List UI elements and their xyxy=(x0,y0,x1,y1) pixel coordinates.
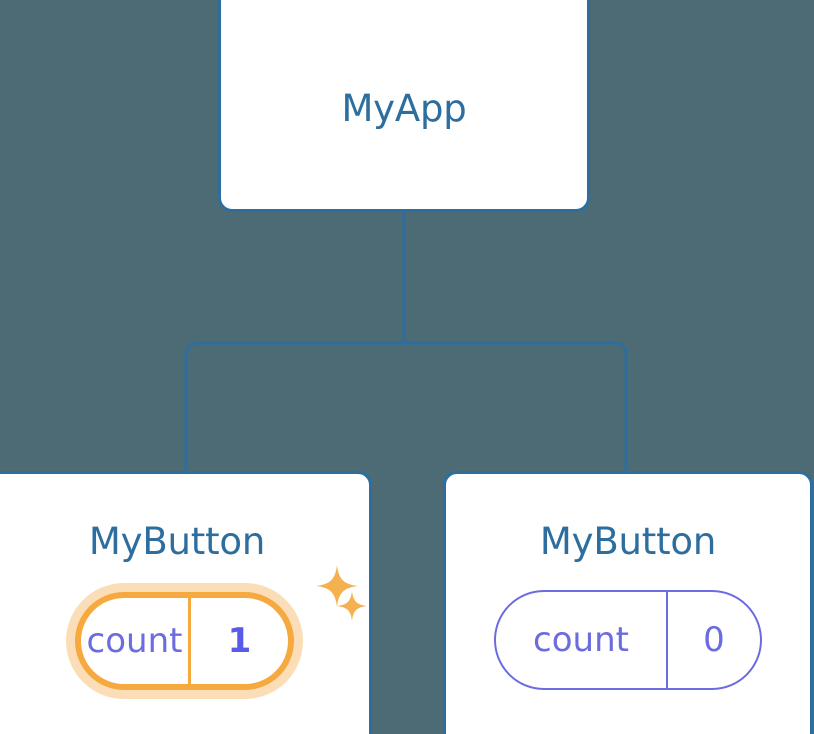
state-pill-right[interactable]: count 0 xyxy=(494,590,762,690)
component-label-mybutton-left: MyButton xyxy=(88,520,266,563)
component-node-myapp[interactable]: MyApp xyxy=(218,0,590,212)
state-pill-left[interactable]: count 1 xyxy=(75,592,294,690)
component-label-mybutton-right: MyButton xyxy=(539,520,717,563)
state-value-left: 1 xyxy=(227,621,252,661)
edge-root-to-left-child xyxy=(184,341,404,473)
component-label-myapp: MyApp xyxy=(341,87,467,130)
edge-root-to-right-child xyxy=(404,341,628,473)
state-key-right: count xyxy=(496,592,668,688)
state-value-right: 0 xyxy=(703,620,725,660)
state-key-left: count xyxy=(81,598,191,684)
